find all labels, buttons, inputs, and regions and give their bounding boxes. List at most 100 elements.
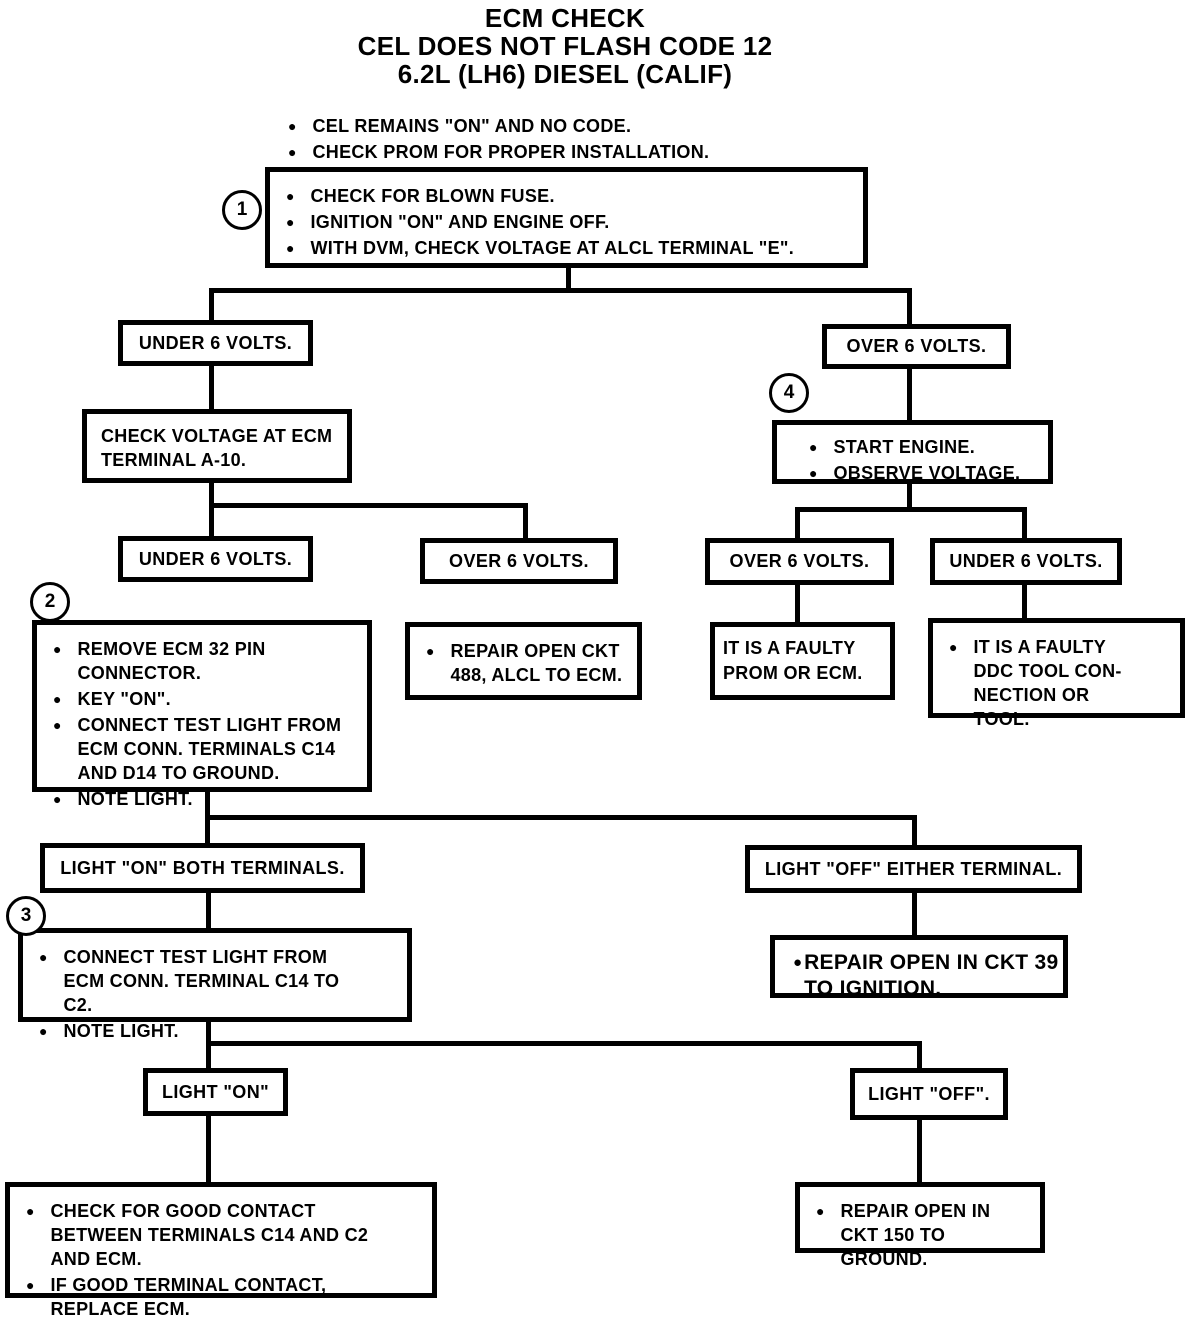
step2-text: NOTE LIGHT. [77,789,193,809]
node-faulty-prom: IT IS A FAULTY PROM OR ECM. [710,622,895,700]
intro-note-text: CEL REMAINS "ON" AND NO CODE. [312,116,632,136]
connector [912,815,917,848]
step1-item: ● IGNITION "ON" AND ENGINE OFF. [286,210,851,234]
step1-text: IGNITION "ON" AND ENGINE OFF. [310,212,610,232]
node-faulty-ddc: ● IT IS A FAULTY DDC TOOL CON-NECTION OR… [928,618,1185,729]
step2-text: CONNECT TEST LIGHT FROM ECM CONN. TERMIN… [77,715,342,783]
connector [206,891,211,931]
node-step2: ● REMOVE ECM 32 PIN CONNECTOR. ● KEY "ON… [32,620,372,809]
bullet-icon: ● [949,639,958,655]
step-badge-4: 4 [769,373,809,413]
node-label: LIGHT "ON" [161,1081,270,1102]
node-light-on: LIGHT "ON" [143,1068,288,1116]
node-label: OVER 6 VOLTS. [846,336,987,356]
step1-text: CHECK FOR BLOWN FUSE. [310,186,555,206]
check-contact-text: IF GOOD TERMINAL CONTACT, REPLACE ECM. [50,1275,327,1319]
connector [795,583,800,625]
connector [795,507,1027,512]
bullet-icon: ● [53,691,62,707]
connector [206,1020,211,1046]
node-check-a10: CHECK VOLTAGE AT ECM TERMINAL A-10. [82,409,352,483]
connector [209,288,912,293]
step-badge-2-label: 2 [44,591,56,612]
step4-item: ● OBSERVE VOLTAGE. [809,461,1038,485]
connector [912,892,917,938]
connector [1022,583,1027,621]
bullet-icon: ● [53,791,62,807]
step4-text: OBSERVE VOLTAGE. [833,463,1021,483]
faulty-ddc-text: IT IS A FAULTY DDC TOOL CON-NECTION OR T… [973,637,1122,729]
step4-text: START ENGINE. [833,437,976,457]
connector [209,481,214,539]
step1-item: ● WITH DVM, CHECK VOLTAGE AT ALCL TERMIN… [286,236,851,260]
bullet-icon: ● [816,1203,825,1219]
node-light-on-both: LIGHT "ON" BOTH TERMINALS. [40,843,365,893]
intro-note: ● CEL REMAINS "ON" AND NO CODE. [288,114,808,138]
node-label: UNDER 6 VOLTS. [949,551,1103,571]
bullet-icon: ● [286,240,295,256]
bullet-icon: ● [53,641,62,657]
check-contact-item: ● IF GOOD TERMINAL CONTACT, REPLACE ECM. [26,1273,420,1321]
node-label: OVER 6 VOLTS. [449,550,589,571]
bullet-icon: ● [809,439,818,455]
step1-item: ● CHECK FOR BLOWN FUSE. [286,184,851,208]
node-text: CHECK VOLTAGE AT ECM TERMINAL A-10. [101,426,333,470]
connector [917,1117,922,1185]
step-badge-3-label: 3 [20,905,32,926]
node-label: OVER 6 VOLTS. [729,551,870,571]
connector [206,1041,922,1046]
step-badge-1: 1 [222,190,262,230]
connector [907,482,912,512]
connector [209,364,214,412]
bullet-icon: ● [286,214,295,230]
node-light-off-either: LIGHT "OFF" EITHER TERMINAL. [745,845,1082,893]
repair-39-text: REPAIR OPEN IN CKT 39 TO IGNITION. [804,951,1059,1000]
node-check-contact: ● CHECK FOR GOOD CONTACT BETWEEN TERMINA… [5,1182,437,1319]
step2-item: ● KEY "ON". [53,687,355,711]
connector [206,1041,211,1071]
bullet-icon: ● [39,949,48,965]
node-over6-right: OVER 6 VOLTS. [822,324,1011,369]
step-badge-3: 3 [6,896,46,936]
connector [206,1114,211,1185]
node-label: LIGHT "OFF" EITHER TERMINAL. [764,858,1063,879]
connector [209,503,528,508]
connector [566,266,571,293]
repair-150-item: ● REPAIR OPEN IN CKT 150 TO GROUND. [816,1199,1028,1271]
bullet-icon: ● [26,1277,35,1293]
title-line-2: CEL DOES NOT FLASH CODE 12 [357,31,773,61]
bullet-icon: ● [39,1023,48,1039]
step2-text: KEY "ON". [77,689,171,709]
step1-text: WITH DVM, CHECK VOLTAGE AT ALCL TERMINAL… [310,238,795,258]
repair-488-item: ● REPAIR OPEN CKT 488, ALCL TO ECM. [426,639,625,687]
step2-item: ● CONNECT TEST LIGHT FROM ECM CONN. TERM… [53,713,355,785]
node-step1: ● CHECK FOR BLOWN FUSE. ● IGNITION "ON" … [265,167,868,268]
connector [795,507,800,541]
step2-item: ● REMOVE ECM 32 PIN CONNECTOR. [53,637,355,685]
node-text: IT IS A FAULTY PROM OR ECM. [723,638,863,683]
connector [917,1041,922,1071]
step-badge-4-label: 4 [783,382,795,403]
connector [1022,507,1027,541]
title-line-3: 6.2L (LH6) DIESEL (CALIF) [397,59,733,89]
node-under6-b: UNDER 6 VOLTS. [118,536,313,582]
connector [523,503,528,541]
step3-item: ● CONNECT TEST LIGHT FROM ECM CONN. TERM… [39,945,395,1017]
connector [205,815,210,846]
node-repair-150: ● REPAIR OPEN IN CKT 150 TO GROUND. [795,1182,1045,1269]
bullet-icon: ● [26,1203,35,1219]
page-title: ECM CHECK CEL DOES NOT FLASH CODE 12 6.2… [0,4,1130,88]
repair-39-item: ● REPAIR OPEN IN CKT 39 TO IGNITION. [793,950,1061,1002]
intro-note-text: CHECK PROM FOR PROPER INSTALLATION. [312,142,710,162]
bullet-icon: ● [288,118,297,134]
node-label: LIGHT "OFF". [868,1083,990,1104]
title-line-1: ECM CHECK [484,3,646,33]
step3-text: NOTE LIGHT. [63,1021,179,1041]
bullet-icon: ● [793,954,803,971]
node-light-off: LIGHT "OFF". [850,1068,1008,1120]
bullet-icon: ● [288,144,297,160]
node-repair-488: ● REPAIR OPEN CKT 488, ALCL TO ECM. [405,622,642,700]
step-badge-2: 2 [30,582,70,622]
step2-item: ● NOTE LIGHT. [53,787,355,811]
repair-150-text: REPAIR OPEN IN CKT 150 TO GROUND. [840,1201,991,1269]
